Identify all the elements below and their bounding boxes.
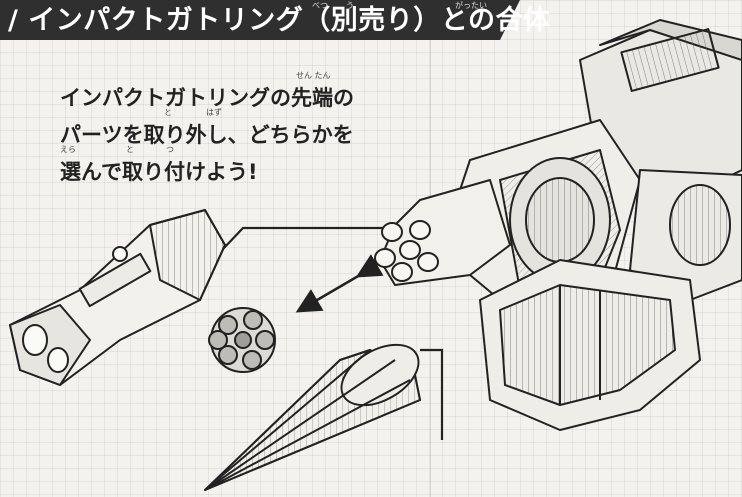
instruction-line-2: パーツを取り外し、どちらかを [60,123,354,147]
ruby-tsu: つ [166,145,174,154]
ruby-hazu: はず [206,108,222,117]
swap-arrow [295,254,384,313]
instruction-line-1: インパクトガトリングの先端の [60,86,354,110]
header-mark: / [8,5,19,36]
ruby-gattai: がったい [455,1,487,10]
ruby-to-1: と [164,108,172,117]
barrel-tip-illustration [208,307,276,373]
gatling-gun-illustration [374,19,742,431]
ruby-era: えら [60,145,76,154]
header-banner [0,0,520,40]
connector-cannon [204,226,397,269]
instruction-text: インパクトガトリングの先端の パーツを取り外し、どちらかを 選んで取り付けよう! [60,80,354,191]
section-header: / インパクトガトリング（別売り）との合体 [0,0,742,40]
instruction-line-3: 選んで取り付けよう! [60,160,258,184]
cannon-part-illustration [9,209,226,386]
ruby-uri: う [346,1,354,10]
header-title: インパクトガトリング（別売り）との合体 [28,5,551,36]
drill-cone-illustration [204,343,421,491]
ruby-sentan: せん たん [296,71,331,80]
ruby-to-2: と [126,145,134,154]
ruby-betsu: べつ [312,1,328,10]
connector-drill [420,348,444,440]
section-title: / インパクトガトリング（別売り）との合体 [8,6,551,36]
